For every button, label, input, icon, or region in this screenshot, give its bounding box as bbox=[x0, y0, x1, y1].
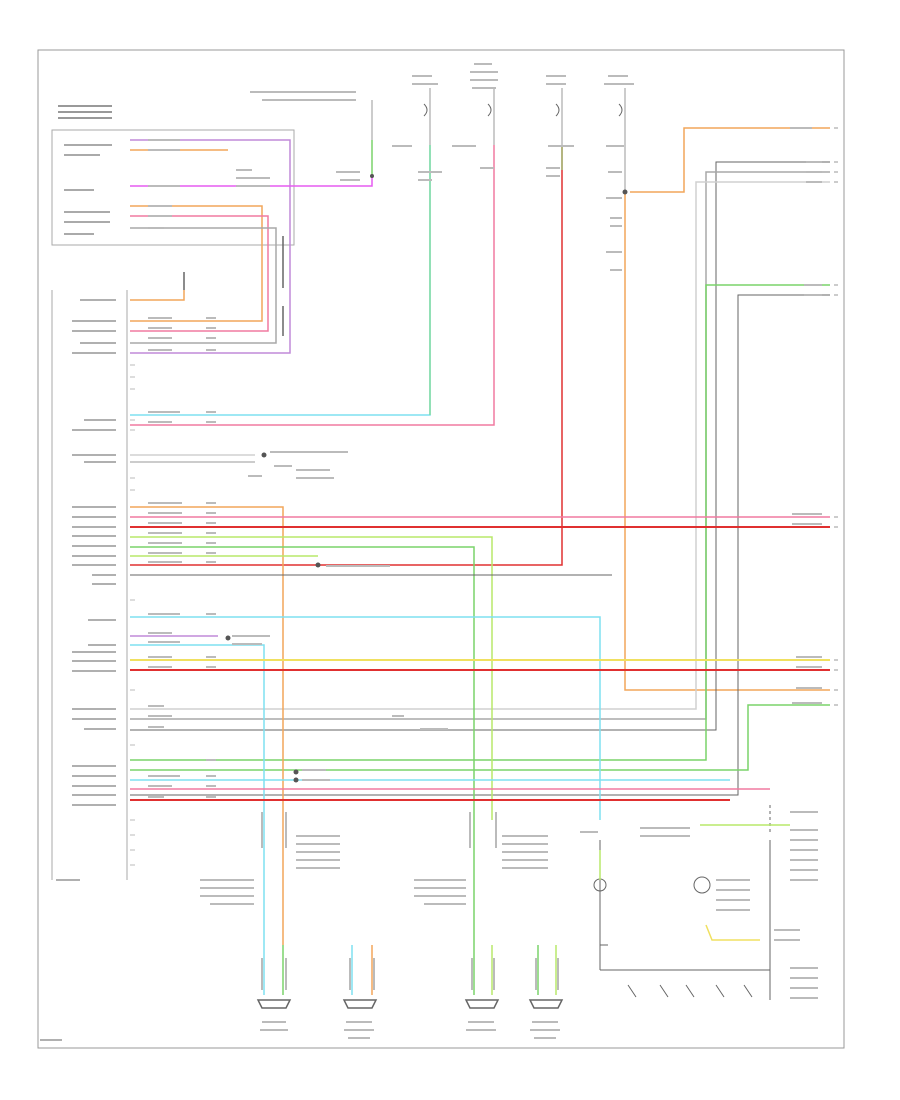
power-wires bbox=[130, 145, 626, 566]
upper-module-pin-labels bbox=[64, 144, 112, 235]
upper-module-label-lines bbox=[58, 105, 112, 119]
fuse-labels bbox=[250, 63, 634, 101]
switch-labels bbox=[580, 811, 818, 999]
wire-color-labels bbox=[148, 127, 822, 798]
switch-wires bbox=[599, 824, 790, 941]
fuse-symbols bbox=[423, 103, 623, 117]
upper-module-box bbox=[51, 129, 295, 246]
right-bus-wires bbox=[130, 127, 830, 796]
radio-module-pin-labels bbox=[40, 299, 116, 1041]
upper-module-wires bbox=[130, 139, 373, 354]
speaker-icons bbox=[256, 999, 564, 1009]
diagram-frame bbox=[37, 49, 845, 1049]
speaker-drop-labels bbox=[261, 812, 559, 990]
speaker-labels bbox=[260, 1021, 560, 1039]
steering-switch-assembly bbox=[593, 805, 771, 1000]
signal-wires bbox=[130, 454, 830, 945]
splice-dots bbox=[225, 174, 628, 783]
speaker-drop-wires bbox=[263, 945, 557, 995]
fuse-feeds bbox=[371, 88, 626, 176]
right-connector-ticks bbox=[834, 127, 838, 706]
antenna-icon bbox=[130, 272, 185, 301]
speaker-note-labels bbox=[200, 835, 548, 905]
annotation-labels bbox=[232, 145, 624, 781]
